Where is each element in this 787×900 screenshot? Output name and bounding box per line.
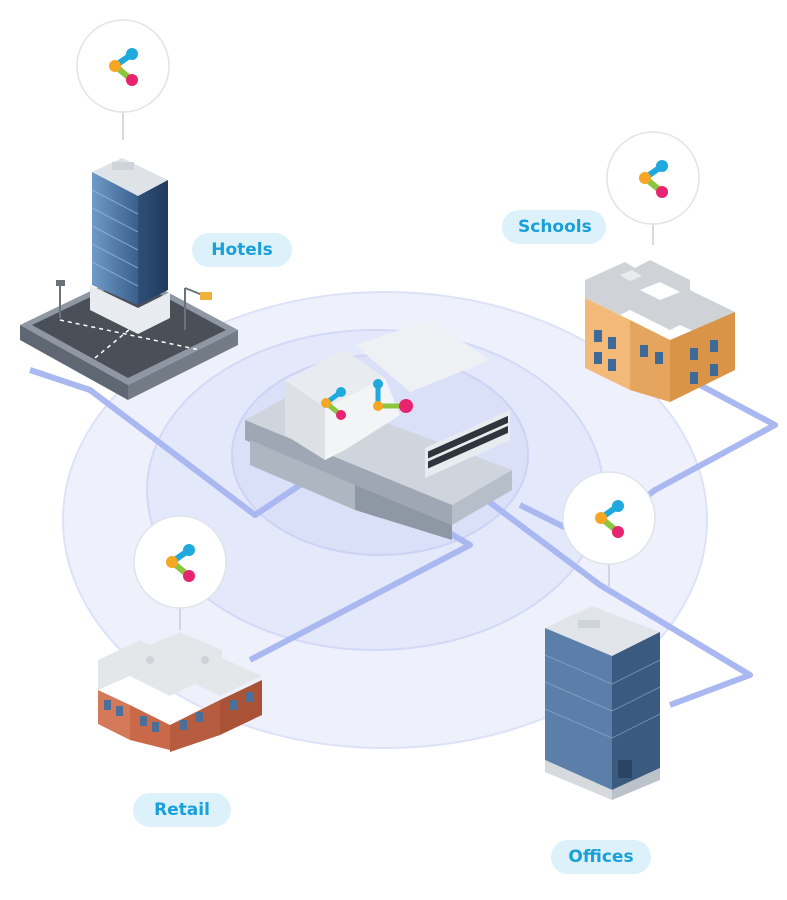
- network-node-icon: [562, 471, 656, 565]
- network-node-icon: [133, 515, 227, 609]
- network-node-icon: [321, 387, 346, 420]
- offices-building: [544, 606, 661, 800]
- schools-building: [585, 260, 735, 402]
- network-node-icon: [373, 379, 413, 413]
- hotels-building: [20, 158, 238, 400]
- central-switch: [245, 320, 512, 540]
- offices-label: Offices: [551, 840, 651, 874]
- link-hotels: [29, 367, 332, 518]
- link-offices: [478, 492, 753, 708]
- retail-label: Retail: [133, 793, 231, 827]
- network-node-icon: [76, 19, 170, 113]
- node-icons: [76, 19, 700, 609]
- retail-building: [98, 632, 262, 752]
- schools-label: Schools: [502, 210, 606, 244]
- hotels-label: Hotels: [192, 233, 292, 267]
- network-node-icon: [606, 131, 700, 225]
